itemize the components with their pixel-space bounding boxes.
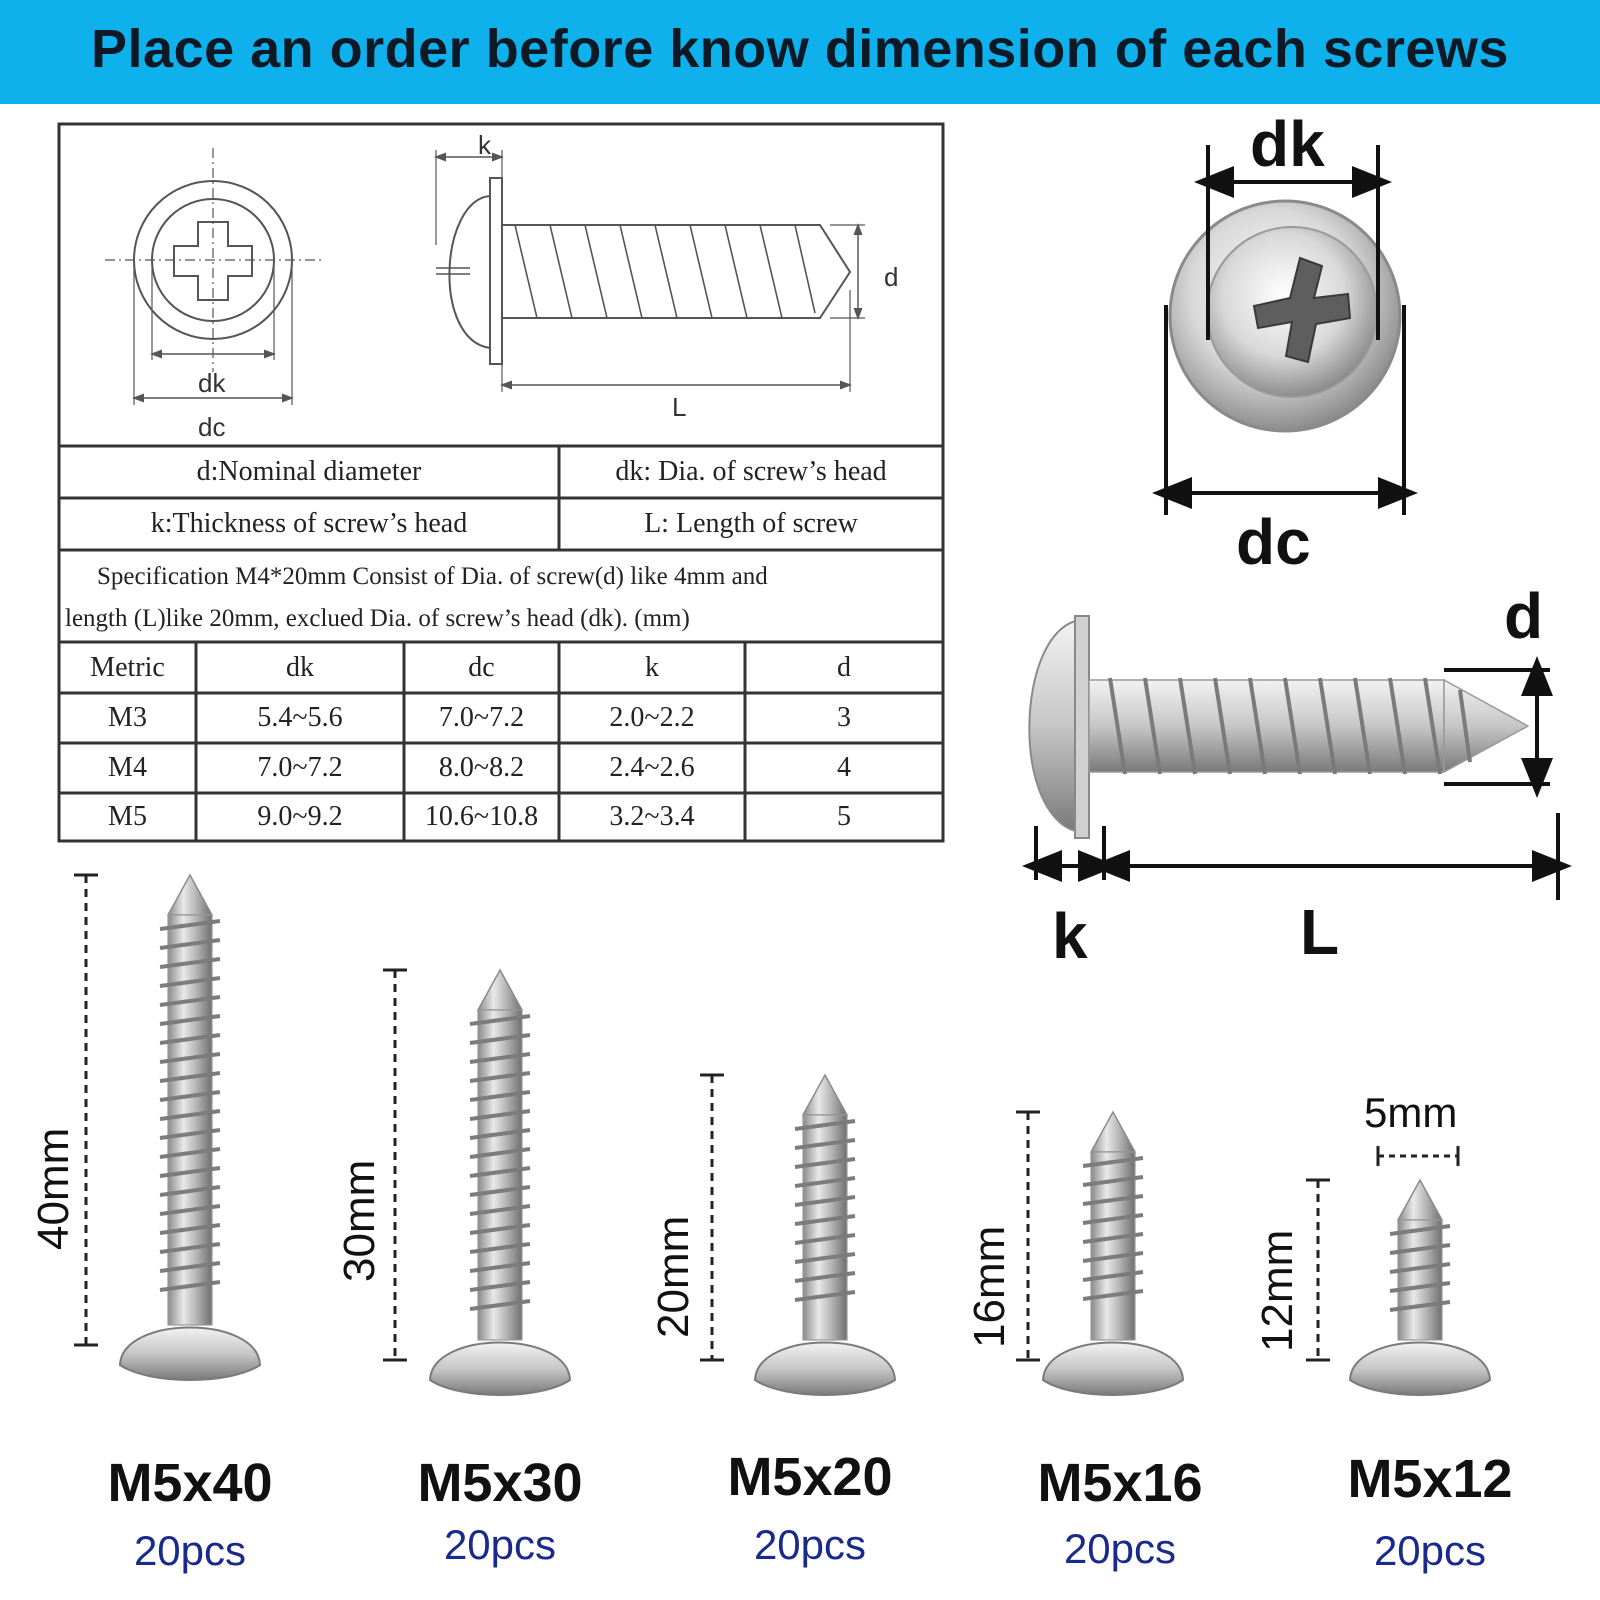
screw-name: M5x16	[1037, 1453, 1203, 1513]
photo-label-dk: dk	[1250, 108, 1325, 180]
screw-quantity: 20pcs	[753, 1521, 867, 1568]
table-cell: M4	[108, 752, 147, 783]
table-cell: 8.0~8.2	[438, 752, 525, 783]
drawing-label-dc: dc	[198, 412, 226, 442]
screw-1	[74, 873, 262, 1381]
table-header-cell: k	[645, 651, 659, 683]
screw-length-label: 12mm	[1253, 1229, 1302, 1352]
definition-d: d:Nominal diameter	[196, 456, 422, 487]
screw-name: M5x30	[417, 1453, 583, 1513]
table-header-cell: Metric	[90, 651, 165, 683]
screw-2	[383, 968, 572, 1396]
screw-length-label: 40mm	[29, 1127, 78, 1250]
screw-quantity: 20pcs	[1063, 1525, 1177, 1572]
photo-label-d: d	[1504, 580, 1544, 652]
screw-quantity: 20pcs	[443, 1521, 557, 1568]
screw-5	[1306, 1178, 1492, 1396]
header-banner	[0, 0, 1600, 104]
drawing-label-dk: dk	[198, 368, 226, 398]
table-cell: 7.0~7.2	[257, 752, 343, 783]
screw-length-label: 30mm	[335, 1159, 384, 1282]
drawing-label-L: L	[672, 392, 687, 422]
photo-label-L: L	[1300, 896, 1340, 968]
table-cell: 7.0~7.2	[438, 702, 525, 733]
table-cell: M3	[108, 702, 147, 733]
side-screw-photo	[1028, 615, 1530, 839]
drawing-label-k: k	[478, 130, 491, 160]
screw-name: M5x40	[107, 1453, 273, 1513]
screw-length-label: 20mm	[649, 1215, 698, 1338]
table-cell: 3.2~3.4	[609, 801, 695, 832]
table-cell: 3	[837, 702, 851, 733]
screw-name: M5x20	[727, 1447, 893, 1507]
photo-label-k: k	[1052, 900, 1088, 972]
spec-note-line1: Specification M4*20mm Consist of Dia. of…	[97, 563, 768, 590]
drawing-label-d: d	[884, 262, 899, 292]
banner-title: Place an order before know dimension of …	[91, 19, 1509, 79]
screw-3	[700, 1073, 897, 1396]
table-cell: 10.6~10.8	[424, 801, 539, 832]
screw-quantity: 20pcs	[133, 1527, 247, 1574]
photo-label-dc: dc	[1236, 506, 1311, 578]
table-cell: 9.0~9.2	[257, 801, 343, 832]
table-cell: 5.4~5.6	[257, 702, 343, 733]
table-cell: 2.0~2.2	[609, 702, 695, 733]
screw-quantity: 20pcs	[1373, 1527, 1487, 1574]
table-cell: 4	[837, 752, 851, 783]
screw-length-label: 16mm	[965, 1225, 1014, 1348]
screw-row	[74, 873, 1492, 1396]
spec-note-line2: length (L)like 20mm, exclued Dia. of scr…	[65, 605, 690, 632]
table-cell: M5	[108, 801, 147, 832]
table-header-cell: d	[837, 651, 851, 683]
table-header-cell: dk	[286, 651, 314, 683]
table-cell: 2.4~2.6	[609, 752, 695, 783]
screw-4	[1016, 1110, 1185, 1396]
screw-name: M5x12	[1347, 1449, 1513, 1509]
screw-diameter-label: 5mm	[1364, 1089, 1458, 1136]
table-cell: 5	[837, 801, 851, 832]
head-top-photo	[1168, 199, 1402, 433]
definition-k: k:Thickness of screw’s head	[150, 508, 468, 539]
definition-L: L: Length of screw	[644, 508, 858, 539]
table-header-cell: dc	[468, 651, 495, 683]
definition-dk: dk: Dia. of screw’s head	[615, 456, 887, 487]
